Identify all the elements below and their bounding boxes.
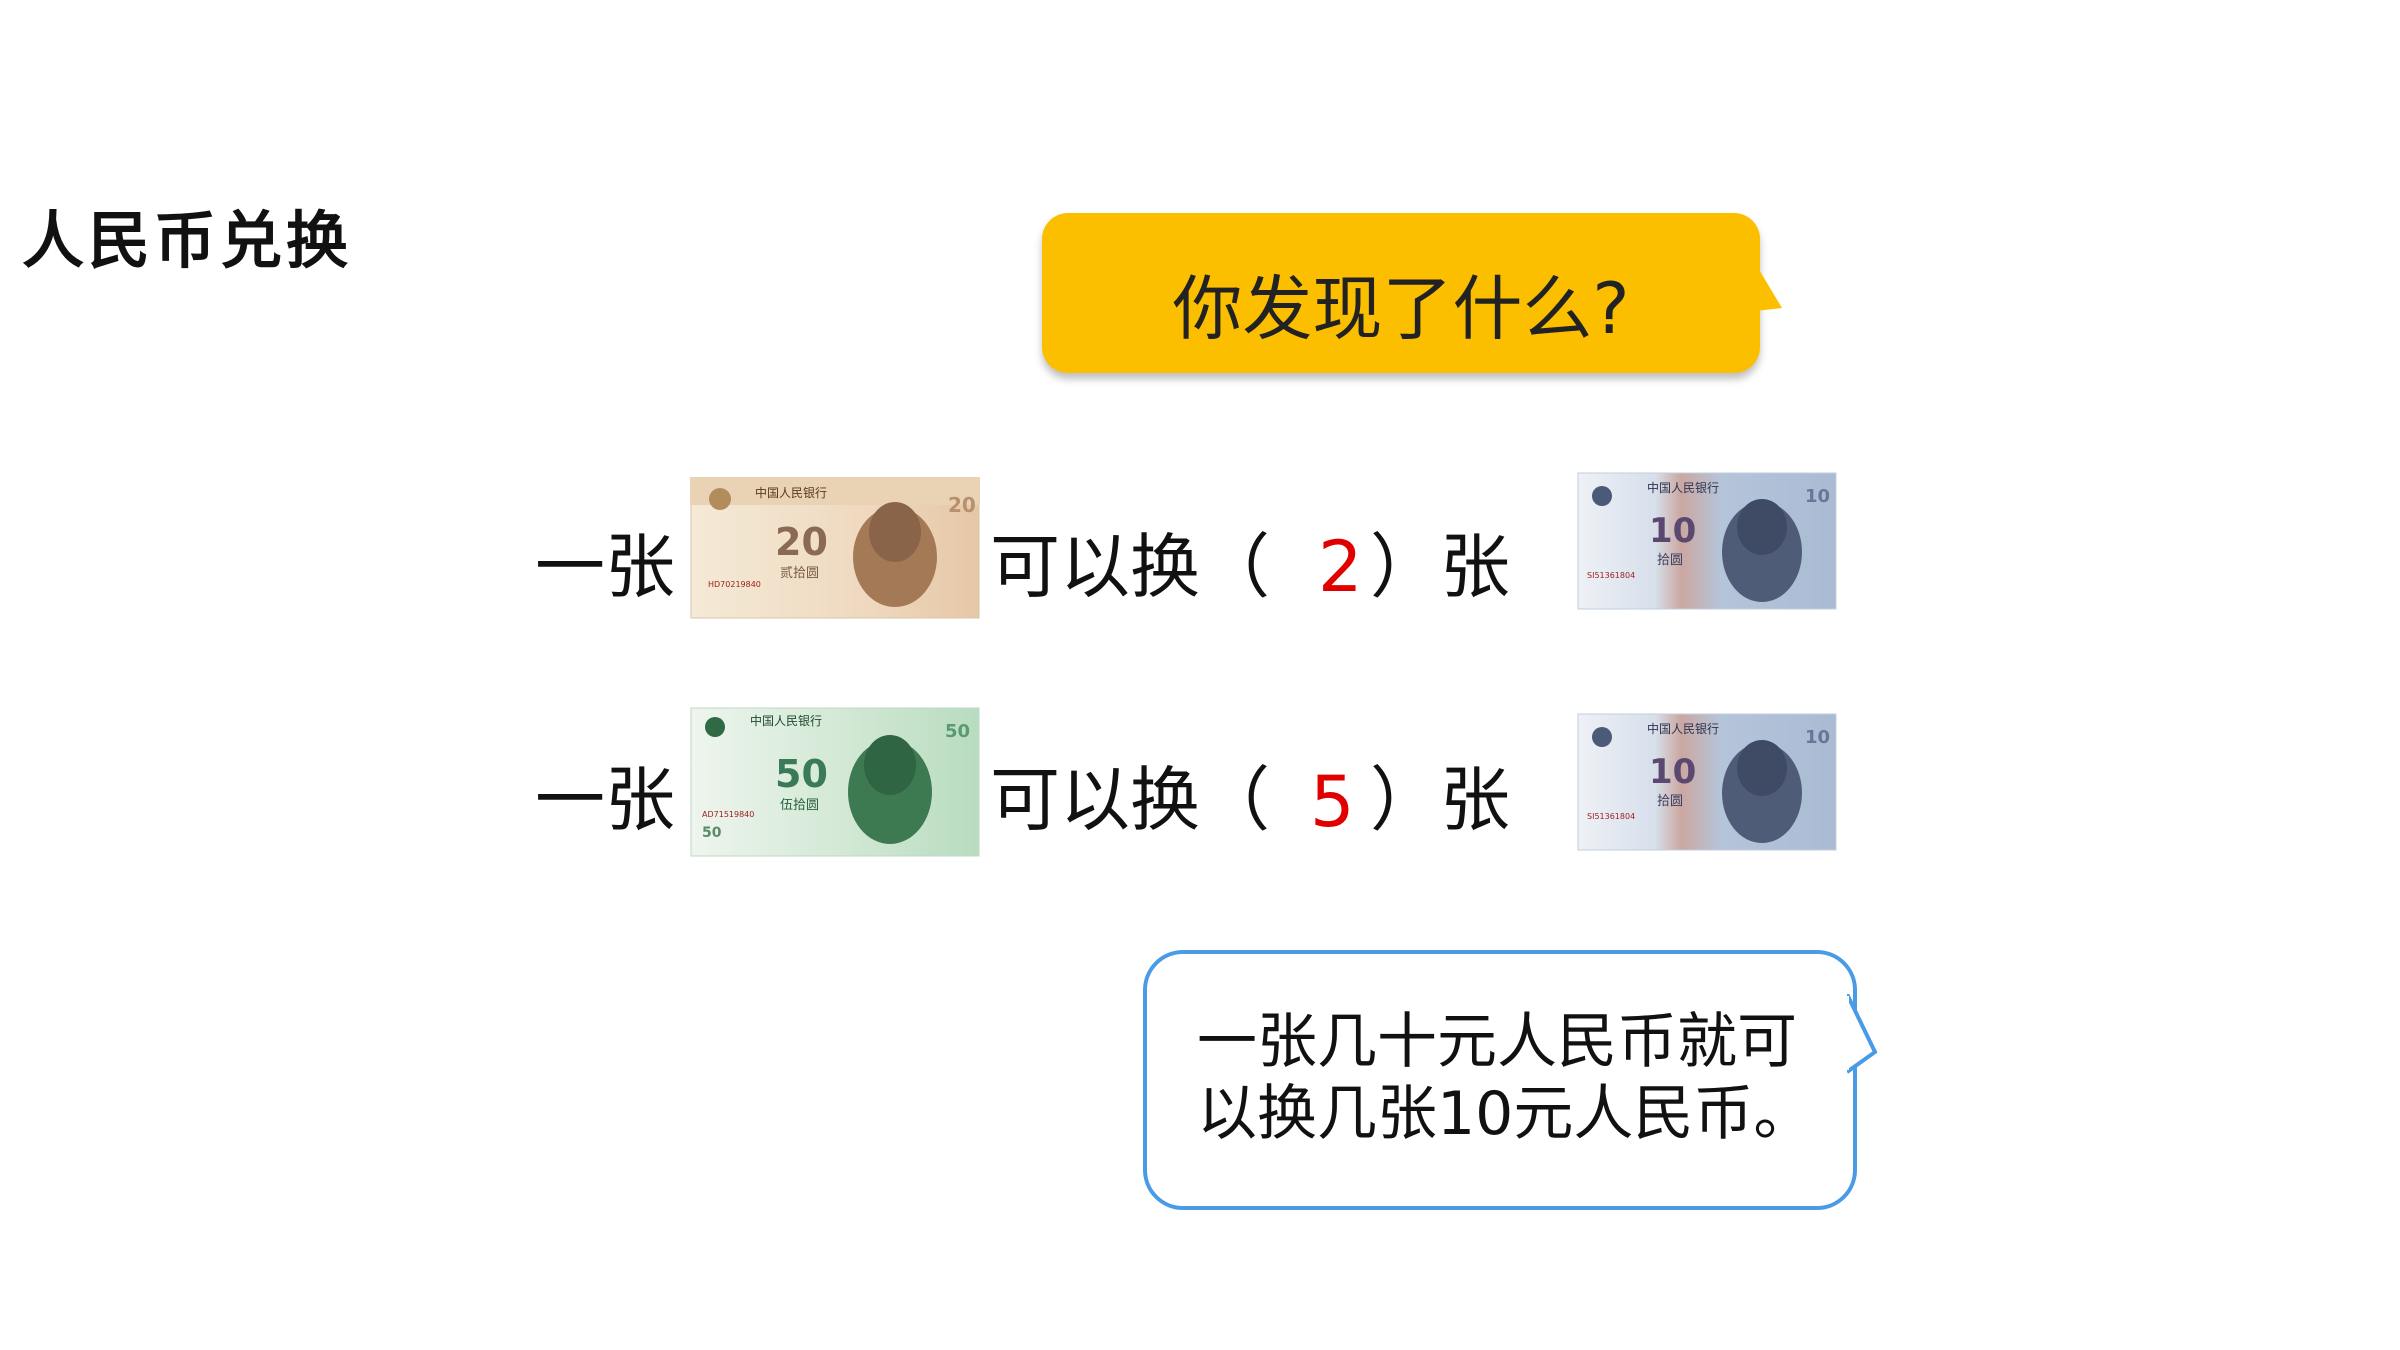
banknote-10-yuan: 中国人民银行 10 拾圆 SI51361804 10 <box>1577 713 1837 851</box>
banknote-50-yuan: 中国人民银行 50 伍拾圆 AD71519840 50 50 <box>690 707 980 857</box>
row-suffix: ）张 <box>1370 759 1510 841</box>
row-answer: 2 <box>1318 526 1363 608</box>
note-words: 贰拾圆 <box>780 565 819 581</box>
exchange-row-20: 一张 中国人民银行 20 贰拾圆 HD70219840 20 可以换（ 2 ）张 <box>0 472 2400 632</box>
banknote-20-yuan: 中国人民银行 20 贰拾圆 HD70219840 20 <box>690 477 980 619</box>
row-mid: 可以换（ <box>990 759 1270 841</box>
note-words: 拾圆 <box>1657 553 1683 568</box>
question-bubble: 你发现了什么? <box>1042 213 1782 373</box>
svg-text:20: 20 <box>948 493 976 517</box>
note-words: 拾圆 <box>1657 794 1683 809</box>
row-suffix: ）张 <box>1370 526 1510 608</box>
note-serial: HD70219840 <box>708 580 761 589</box>
note-serial: SI51361804 <box>1587 571 1635 580</box>
svg-text:10: 10 <box>1805 727 1830 748</box>
note-value: 10 <box>1649 511 1696 551</box>
page-title: 人民币兑换 <box>22 204 353 277</box>
bubble-tail-icon <box>1737 233 1782 313</box>
svg-text:50: 50 <box>945 721 970 742</box>
exchange-row-50: 一张 中国人民银行 50 伍拾圆 AD71519840 50 50 可以换（ 5… <box>0 705 2400 865</box>
note-value: 10 <box>1649 752 1696 792</box>
note-header: 中国人民银行 <box>750 713 822 728</box>
question-text: 你发现了什么? <box>1172 268 1630 350</box>
conclusion-line: 一张几十元人民币就可 <box>1197 1007 1797 1077</box>
row-prefix: 一张 <box>535 526 675 608</box>
note-header: 中国人民银行 <box>755 485 827 500</box>
note-header: 中国人民银行 <box>1647 480 1719 495</box>
svg-text:10: 10 <box>1805 486 1830 507</box>
conclusion-line: 以换几张10元人民币。 <box>1197 1079 1814 1149</box>
note-words: 伍拾圆 <box>780 798 819 813</box>
note-serial: SI51361804 <box>1587 812 1635 821</box>
note-serial: AD71519840 <box>702 810 754 819</box>
banknote-10-yuan: 中国人民银行 10 拾圆 SI51361804 10 <box>1577 472 1837 610</box>
row-prefix: 一张 <box>535 759 675 841</box>
row-mid: 可以换（ <box>990 526 1270 608</box>
note-value: 20 <box>775 520 828 564</box>
conclusion-text: 一张几十元人民币就可 以换几张10元人民币。 <box>1197 1006 1813 1150</box>
note-value: 50 <box>775 752 828 796</box>
bubble-tail-icon <box>1847 994 1878 1074</box>
row-answer: 5 <box>1310 761 1355 843</box>
note-header: 中国人民银行 <box>1647 721 1719 736</box>
conclusion-bubble: 一张几十元人民币就可 以换几张10元人民币。 <box>1143 950 1878 1210</box>
svg-text:50: 50 <box>702 825 722 841</box>
